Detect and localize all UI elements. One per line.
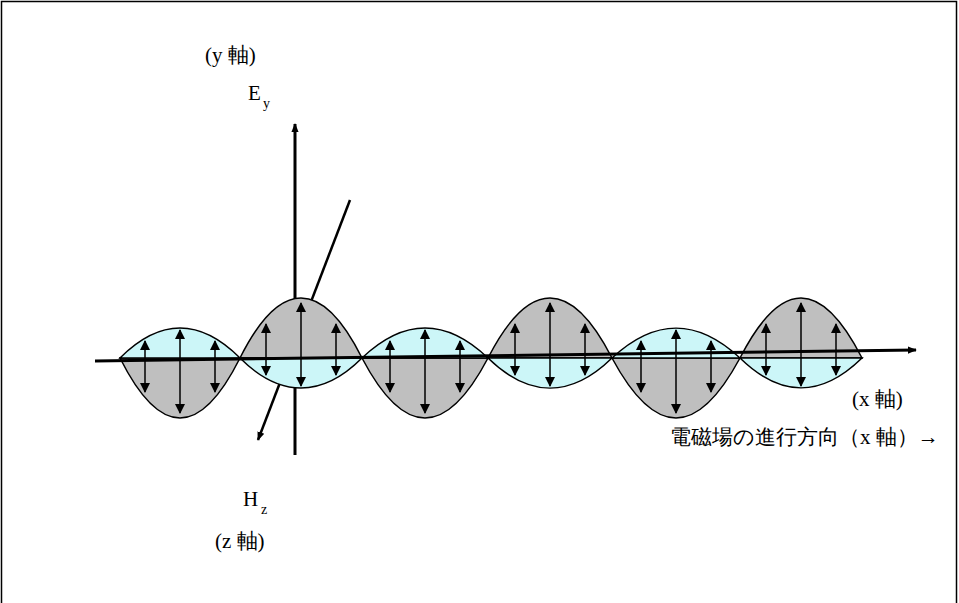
direction-note: 電磁場の進行方向（x 軸）→ <box>670 426 939 449</box>
axis-label: (y 軸) <box>205 44 256 67</box>
field-subscript: y <box>263 96 270 111</box>
x-axis <box>95 350 916 361</box>
field-symbol: H <box>243 488 258 511</box>
axis-label: (x 軸) <box>852 388 903 411</box>
field-symbol: E <box>248 82 261 105</box>
axis-label: (z 軸) <box>215 530 265 553</box>
y-axis <box>294 124 297 455</box>
field-subscript: z <box>261 502 267 517</box>
